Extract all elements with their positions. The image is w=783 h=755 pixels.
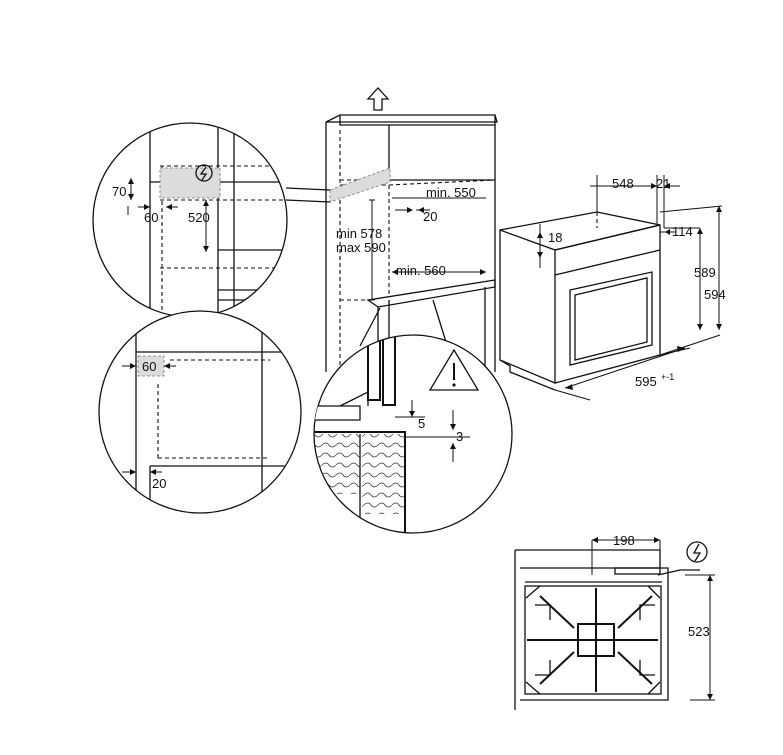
dim-20-niche: 20	[423, 209, 437, 224]
dim-60-detail: 60	[142, 359, 156, 374]
dim-70: 70	[112, 184, 126, 199]
dim-min-578: min 578	[336, 226, 382, 241]
lightning-bolt-icon	[686, 541, 708, 563]
dim-5: 5	[418, 416, 425, 431]
dim-589: 589	[694, 265, 716, 280]
dim-max-590: max 590	[336, 240, 386, 255]
dim-min-550: min. 550	[426, 185, 476, 200]
dim-min-560: min. 560	[396, 263, 446, 278]
dim-520: 520	[188, 210, 210, 225]
oven-top-view	[514, 537, 715, 710]
detail-circle-shelf	[313, 299, 513, 534]
dim-595: 595	[635, 374, 657, 389]
dim-60: 60	[144, 210, 158, 225]
dim-523: 523	[688, 624, 710, 639]
dim-3: 3	[456, 429, 463, 444]
dim-548: 548	[612, 176, 634, 191]
detail-circle-top	[92, 122, 331, 318]
up-arrow-icon	[366, 87, 390, 111]
oven-3d	[499, 175, 723, 401]
dim-20-detail: 20	[152, 476, 166, 491]
dim-21: 21	[656, 176, 670, 191]
dim-198: 198	[613, 533, 635, 548]
detail-circle-side	[98, 310, 302, 514]
dim-18: 18	[548, 230, 562, 245]
dim-594: 594	[704, 287, 726, 302]
lightning-bolt-icon	[195, 164, 213, 182]
dim-114: 114	[672, 224, 693, 239]
dim-595-tolerance: +-1	[661, 372, 674, 382]
warning-triangle-icon	[428, 348, 480, 391]
